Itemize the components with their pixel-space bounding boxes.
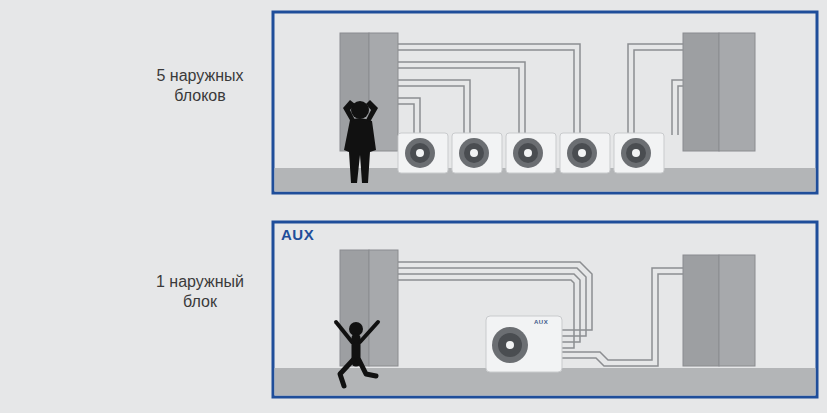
brand-logo: AUX	[281, 226, 341, 245]
unit-logo: AUX	[534, 319, 560, 327]
bottom-panel	[273, 222, 817, 397]
row-caption: 5 наружных блоков	[145, 66, 255, 106]
top-panel	[273, 12, 817, 193]
row-caption: 1 наружный блок	[145, 272, 255, 312]
